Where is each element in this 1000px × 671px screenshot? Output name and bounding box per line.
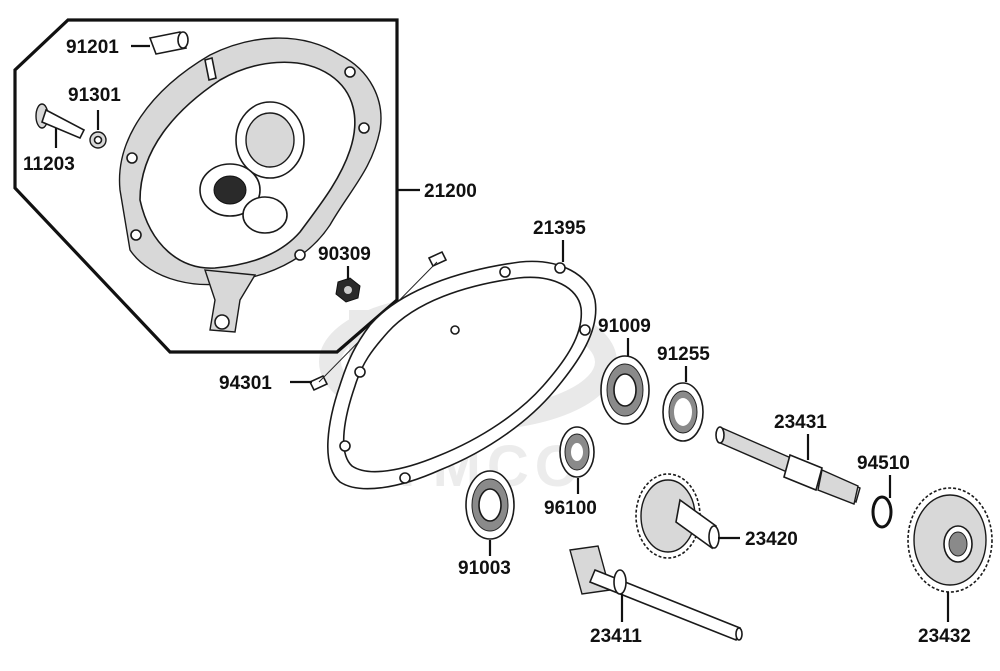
part-23432 bbox=[907, 487, 993, 593]
label-21395: 21395 bbox=[533, 218, 586, 239]
part-91003 bbox=[465, 470, 515, 540]
part-91255 bbox=[662, 382, 704, 442]
label-91201: 91201 bbox=[66, 37, 119, 58]
cover-group-frame bbox=[13, 18, 399, 354]
label-23432: 23432 bbox=[918, 626, 971, 647]
leader-lines bbox=[54, 44, 950, 622]
part-91009 bbox=[600, 355, 650, 425]
label-11203: 11203 bbox=[23, 154, 75, 175]
part-90309 bbox=[335, 277, 361, 303]
part-23431 bbox=[715, 426, 861, 505]
part-91301 bbox=[89, 131, 107, 149]
part-23411 bbox=[569, 545, 743, 642]
part-11203 bbox=[35, 103, 86, 140]
part-labels: 91201 91301 11203 21200 90309 21395 9430… bbox=[23, 37, 971, 647]
label-23420: 23420 bbox=[745, 529, 798, 550]
label-23411: 23411 bbox=[590, 626, 642, 647]
label-91009: 91009 bbox=[598, 316, 651, 337]
label-21200: 21200 bbox=[424, 181, 477, 202]
label-94510: 94510 bbox=[857, 453, 910, 474]
label-91301: 91301 bbox=[68, 85, 121, 106]
label-23431: 23431 bbox=[774, 412, 827, 433]
part-91201 bbox=[148, 31, 189, 55]
label-94301: 94301 bbox=[219, 373, 272, 394]
part-94510 bbox=[871, 495, 893, 529]
label-96100: 96100 bbox=[544, 498, 597, 519]
label-91003: 91003 bbox=[458, 558, 511, 579]
part-94301 bbox=[308, 250, 448, 392]
label-90309: 90309 bbox=[318, 244, 371, 265]
part-96100 bbox=[559, 426, 595, 478]
label-91255: 91255 bbox=[657, 344, 710, 365]
transmission-cover bbox=[118, 37, 382, 333]
part-21395 bbox=[327, 260, 597, 490]
part-23420 bbox=[635, 473, 720, 559]
